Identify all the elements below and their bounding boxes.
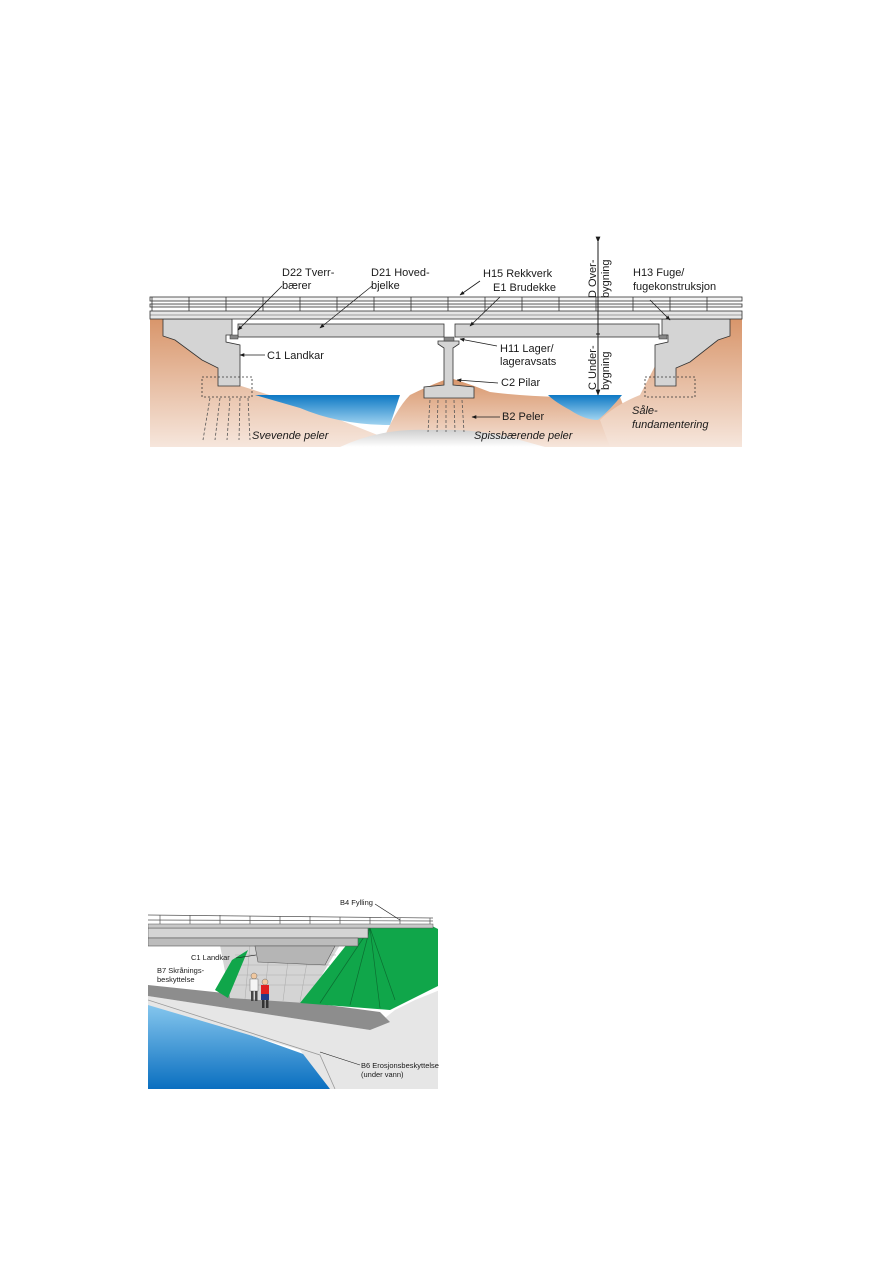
label-d22: D22 Tverr- bærer [282, 267, 337, 292]
label-sole-foundation: Såle- fundamentering [632, 405, 709, 431]
right-abutment [654, 318, 731, 387]
railing-perspective [148, 914, 434, 924]
fill-lines [319, 927, 396, 1009]
bridge-section-diagram: D22 Tverr- bærer D21 Hoved- bjelke H15 R… [149, 236, 743, 447]
abutment-perspective [254, 945, 336, 966]
main-girder-right [454, 323, 660, 338]
erosion-protection [148, 990, 438, 1089]
label-h15: H15 Rekkverk [483, 268, 553, 280]
floating-piles [202, 397, 251, 441]
label-floating-piles: Svevende peler [252, 430, 330, 442]
left-footing [201, 376, 253, 398]
leader-lines-2 [235, 903, 401, 1066]
end-bearing-piles [427, 399, 465, 433]
water-left [255, 395, 400, 425]
label-h13: H13 Fuge/ fugekonstruksjon [633, 267, 716, 293]
leader-lines [237, 280, 671, 419]
walkway [148, 985, 390, 1030]
bridge-girder-perspective [148, 927, 369, 939]
main-girder-left [237, 323, 445, 338]
bearing-center [443, 336, 455, 342]
label-d21: D21 Hoved- bjelke [371, 267, 433, 292]
label-b6: B6 Erosjonsbeskyttelse (under vann) [361, 1061, 441, 1079]
people-figures [249, 972, 269, 1008]
right-footing [644, 376, 696, 398]
abutment-perspective-illustration: B4 Fylling C1 Landkar B7 Skrånings- besk… [148, 898, 441, 1089]
bedrock [340, 429, 545, 447]
railing [149, 296, 743, 311]
bearing-left [229, 334, 239, 340]
label-end-bearing-piles: Spissbærende peler [474, 430, 574, 442]
label-c1-perspective: C1 Landkar [191, 953, 230, 962]
pier [423, 340, 475, 399]
label-c2: C2 Pilar [501, 377, 540, 389]
fill-embankment [300, 925, 438, 1010]
bearing-right [658, 334, 668, 340]
label-c1: C1 Landkar [267, 350, 324, 362]
river-water [148, 1000, 330, 1089]
label-b4: B4 Fylling [340, 898, 373, 907]
grass-slope-left [215, 950, 248, 998]
label-d-over: D Over- bygning [587, 256, 612, 298]
water-right [548, 395, 622, 420]
label-e1: E1 Brudekke [493, 282, 556, 294]
label-h11: H11 Lager/ lageravsats [500, 343, 557, 368]
label-c-under: C Under- bygning [587, 342, 612, 390]
label-b7: B7 Skrånings- beskyttelse [157, 966, 206, 984]
label-b2: B2 Peler [502, 411, 545, 423]
